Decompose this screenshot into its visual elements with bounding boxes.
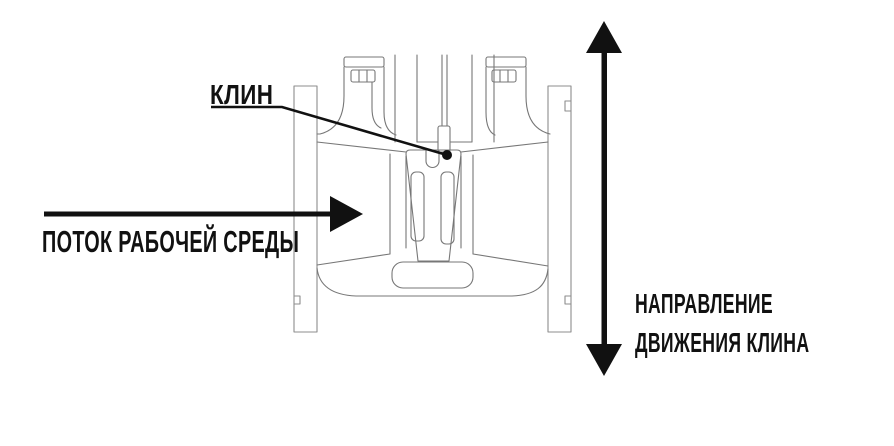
wedge-label: КЛИН	[210, 79, 274, 110]
body-bottom	[316, 261, 549, 297]
right-pipe-flange	[547, 85, 572, 333]
direction-label: НАПРАВЛЕНИЕ ДВИЖЕНИЯ КЛИНА	[635, 284, 809, 362]
lower-body-walls	[316, 253, 549, 267]
direction-label-line1: НАПРАВЛЕНИЕ	[635, 288, 773, 319]
leader-dot	[442, 150, 452, 160]
right-bonnet-bolt	[485, 56, 551, 136]
flow-label: ПОТОК РАБОЧЕЙ СРЕДЫ	[42, 224, 300, 259]
left-bonnet-bolt	[316, 56, 397, 136]
wedge	[405, 149, 462, 262]
gate-chamber	[389, 153, 474, 255]
bonnet-neck	[394, 54, 495, 143]
left-pipe-flange	[293, 85, 318, 333]
valve-stem	[437, 54, 451, 153]
wedge-direction-arrow-icon	[586, 21, 622, 376]
flow-arrow-icon	[44, 196, 363, 232]
direction-label-line2: ДВИЖЕНИЯ КЛИНА	[635, 327, 810, 358]
body-shoulders	[316, 141, 549, 153]
wedge-pointer-leader-line	[211, 105, 452, 160]
gate-valve-cross-section	[293, 54, 572, 333]
